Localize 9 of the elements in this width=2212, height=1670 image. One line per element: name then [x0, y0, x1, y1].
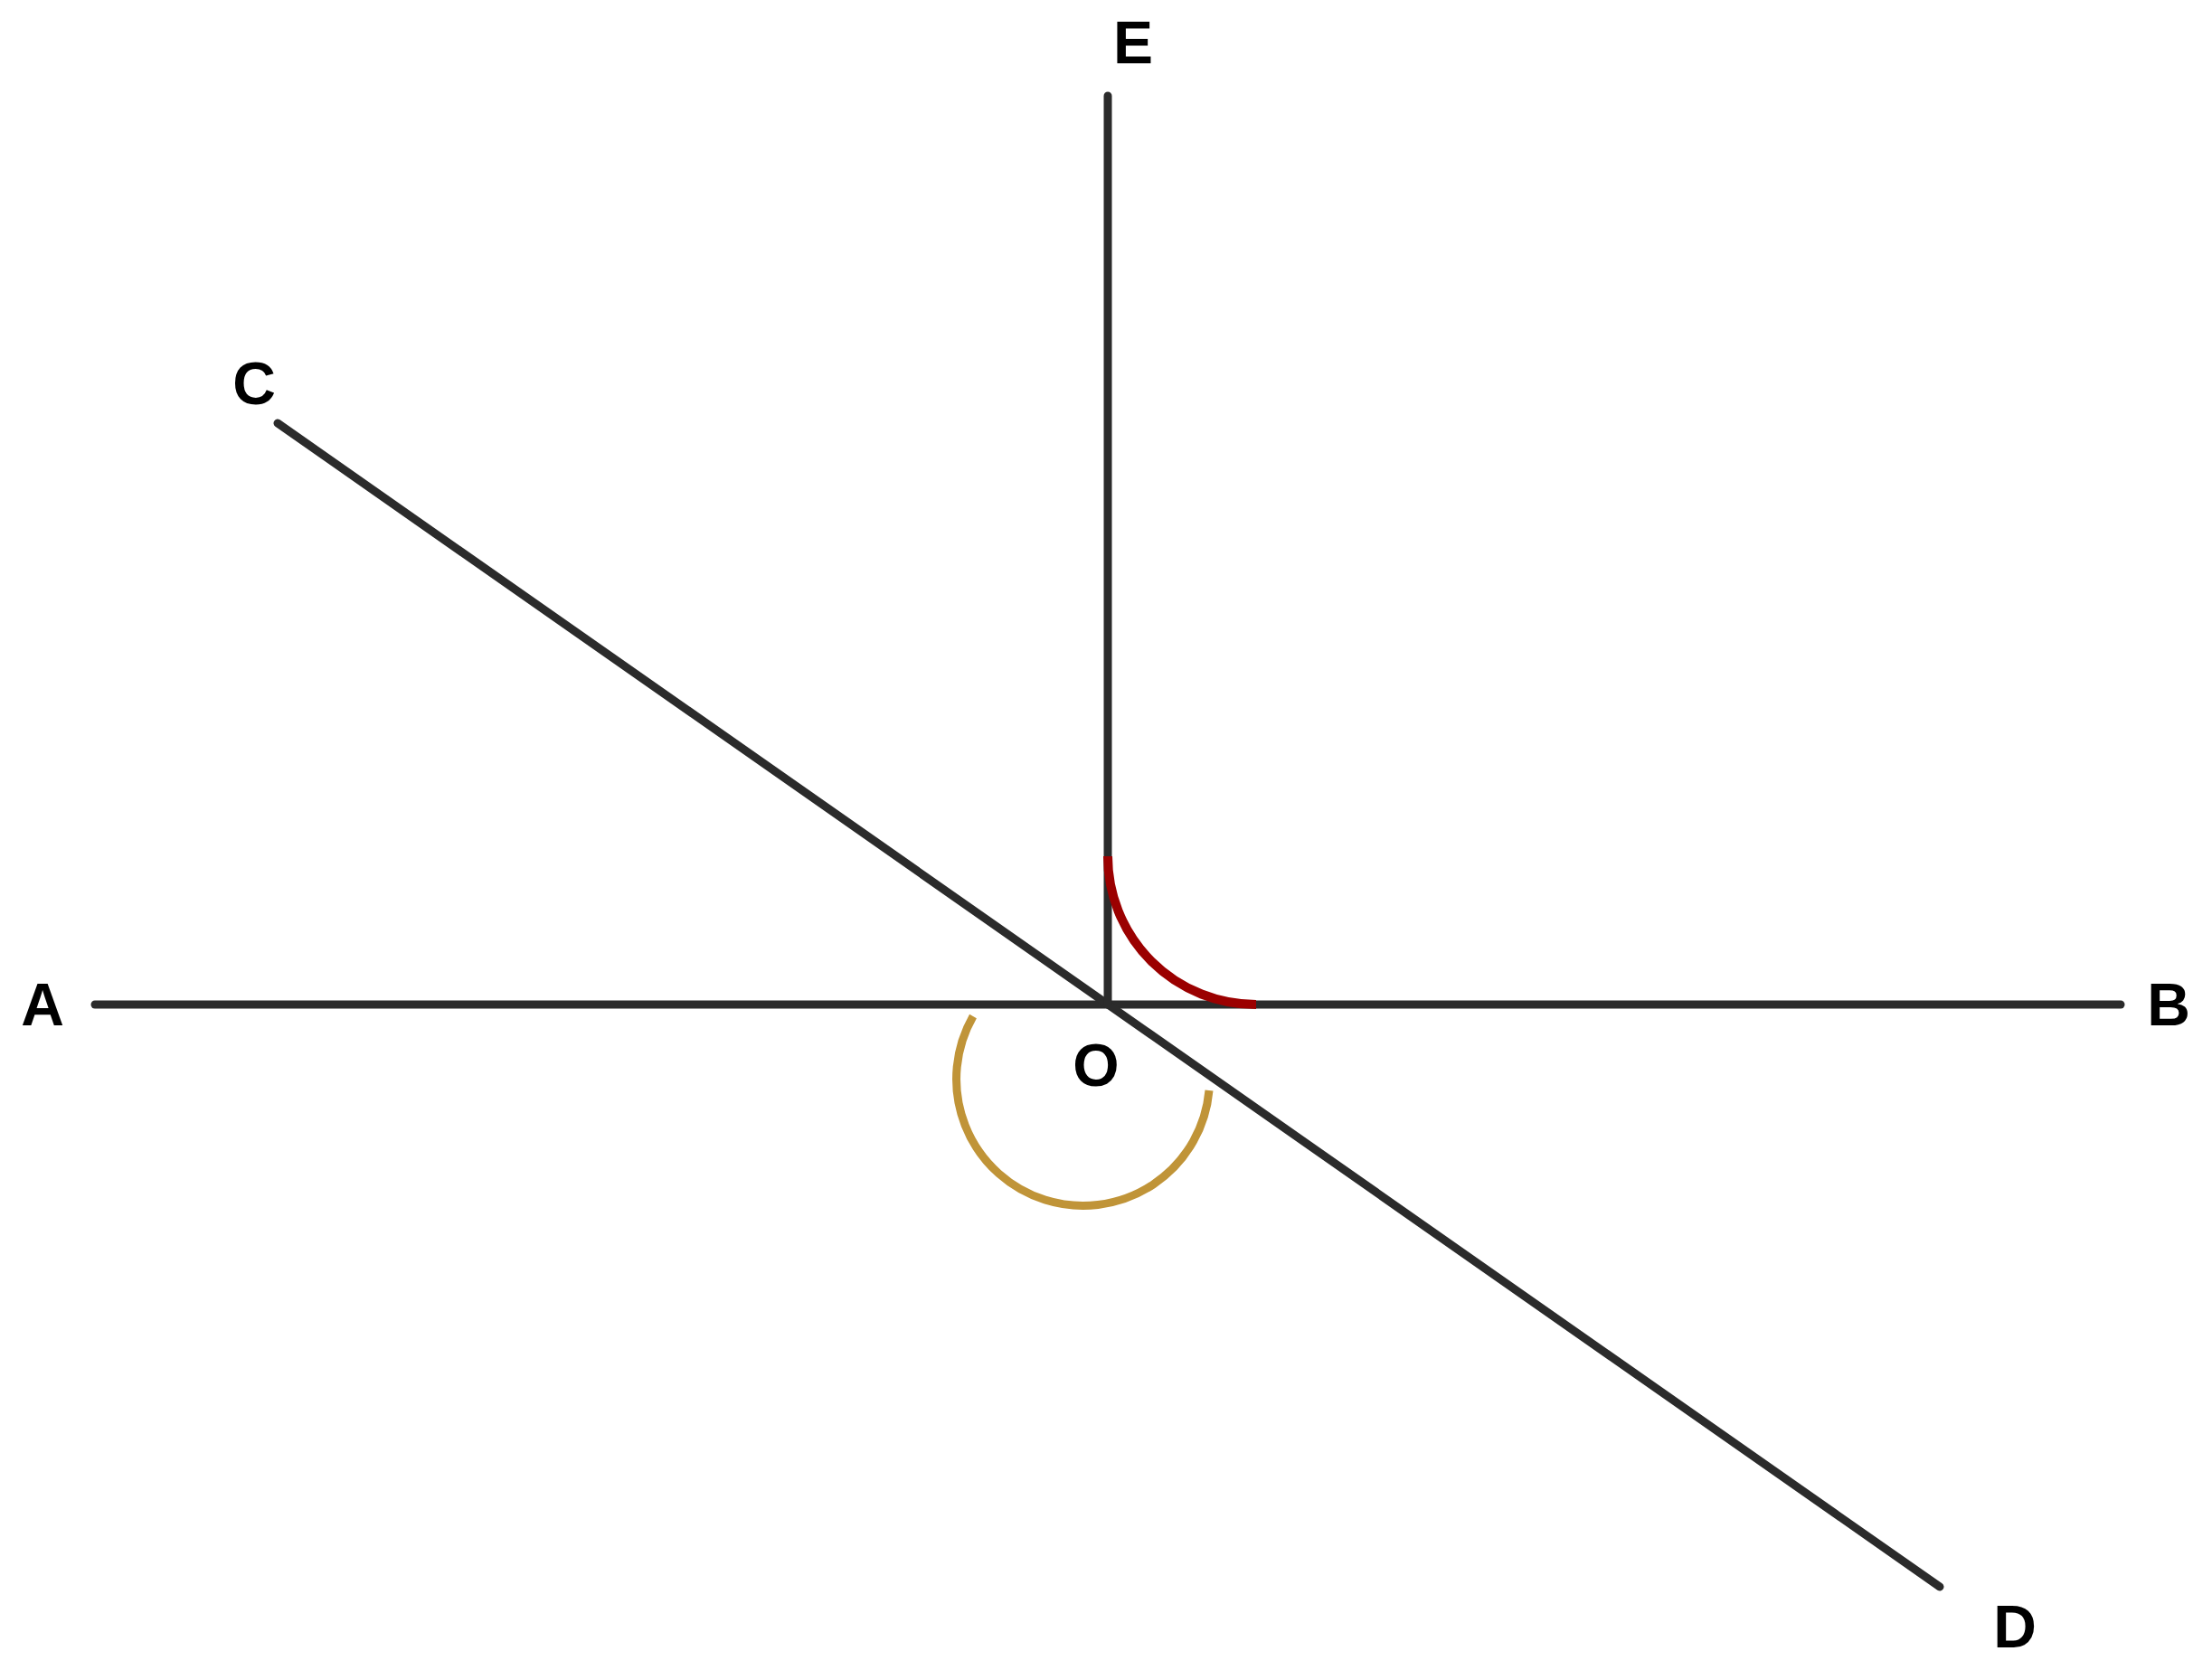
point-label: A — [21, 975, 64, 1034]
point-label: O — [1073, 1035, 1120, 1095]
line-segment — [1103, 91, 1112, 1009]
line-segment — [273, 419, 1944, 1591]
point-label: E — [1113, 13, 1153, 72]
line-segment — [90, 1000, 2125, 1009]
point-label: C — [232, 354, 276, 413]
point-label: D — [1993, 1597, 2037, 1656]
point-label: B — [2147, 975, 2190, 1034]
